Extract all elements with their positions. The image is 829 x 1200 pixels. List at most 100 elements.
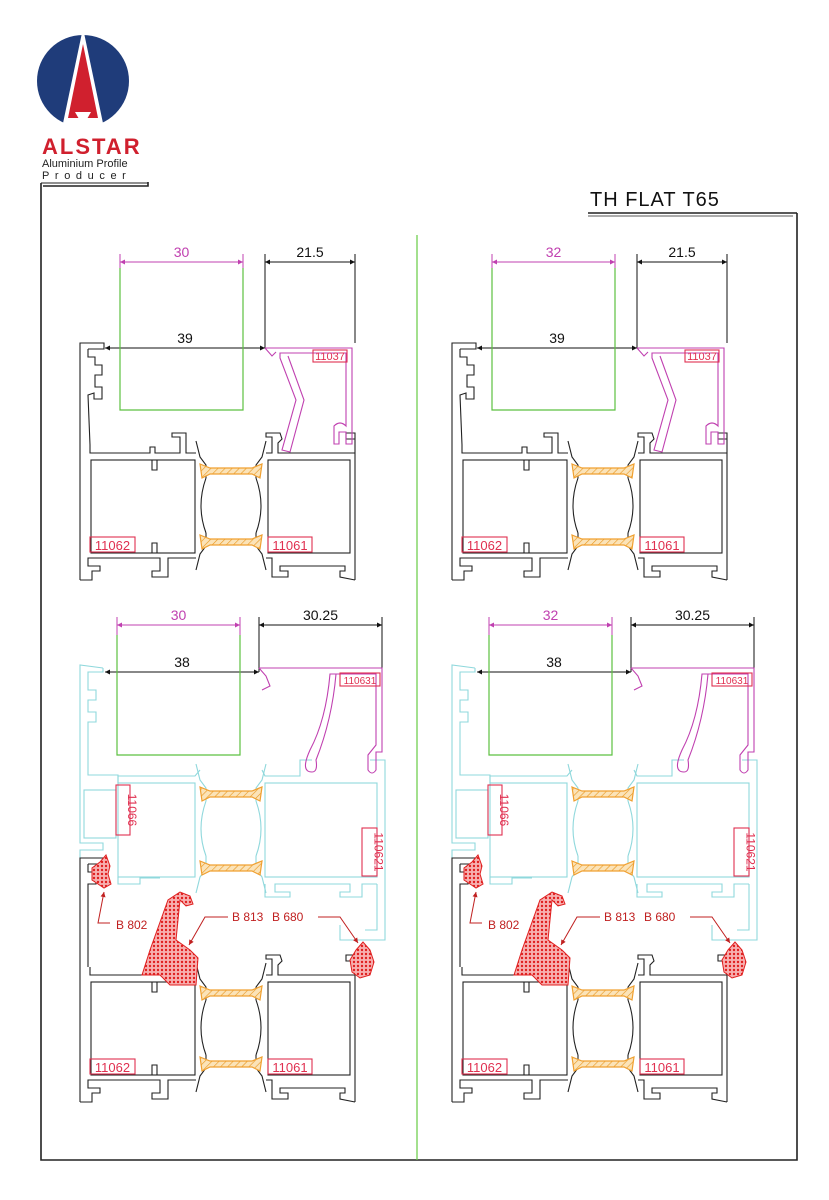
frame-profile (79, 342, 356, 581)
gasket-b680 (721, 941, 747, 979)
thermal-break-strip (571, 1056, 635, 1072)
sash-profile (451, 664, 758, 941)
sash-left-wall (451, 664, 476, 858)
frame-ledge-right (637, 432, 728, 580)
sash-left-code-label-text: 11066 (497, 794, 511, 827)
frame-left-code-label: 11062 (89, 1058, 136, 1075)
sash-chamber-right (636, 782, 750, 878)
frame-chamber-right (639, 459, 723, 554)
gasket-label-b802: B 802 (116, 918, 148, 932)
sash-right-code-label: 110621 (733, 827, 758, 877)
thermal-break-strip (199, 985, 263, 1001)
sash-chamber-right (264, 782, 378, 878)
gasket-b802 (91, 854, 112, 889)
logo-tagline-1: Aluminium Profile (42, 158, 128, 170)
sash-bottom (489, 877, 532, 885)
drawing-title: TH FLAT T65 (590, 189, 720, 211)
label-box (267, 1058, 313, 1075)
frame-left-code-label-text: 11062 (95, 1060, 130, 1075)
label-box (733, 827, 750, 877)
rebate-dimension-value: 39 (177, 330, 193, 346)
glass-thickness-dimension: 32 (488, 607, 613, 635)
frame-chamber-left (462, 981, 568, 1076)
bead-lip (264, 347, 277, 357)
frame-chamber-left (462, 459, 568, 554)
chamber-rib (523, 982, 530, 993)
glazing-bead (259, 667, 383, 774)
sash-right-wall (711, 759, 758, 941)
sash-right-code-label: 110621 (361, 827, 386, 877)
label-box (711, 672, 753, 687)
sash-right-wall (339, 759, 386, 941)
frame-ledge-right (637, 954, 728, 1102)
sash-right-code-label-text: 110621 (372, 832, 386, 871)
leader-b680 (318, 916, 359, 944)
sash-chamber-left (489, 782, 568, 878)
thermal-core-arc (627, 477, 634, 534)
frame-left-code-label: 11062 (461, 536, 508, 553)
frame-ledge-left (461, 432, 568, 454)
bead-code-label: 110631 (339, 672, 381, 687)
leader-b802 (97, 891, 110, 924)
bead-width-dimension-value: 21.5 (668, 244, 695, 260)
alstar-logo (37, 28, 129, 128)
glass-pane (488, 635, 613, 756)
logo-text: ALSTAR Aluminium Profile Producer (42, 136, 152, 183)
label-box (684, 349, 720, 363)
thermal-break-strip (199, 860, 263, 876)
gasket-label-b680: B 680 (644, 910, 676, 924)
label-box (639, 536, 685, 553)
frame-right-code-label: 11061 (267, 536, 313, 553)
frame-left-code-label-text: 11062 (467, 1060, 502, 1075)
sash-profile (79, 664, 386, 941)
frame-chamber-left (90, 981, 196, 1076)
bead-code-label: 110631 (711, 672, 753, 687)
gasket-b813 (513, 891, 571, 986)
bead-width-dimension-value: 30.25 (303, 607, 338, 623)
chamber-rib (151, 542, 158, 553)
chamber-rib (151, 982, 158, 993)
frame-feet-right (638, 557, 728, 581)
frame-left-code-label-text: 11062 (95, 538, 130, 553)
frame-feet-right (638, 1079, 728, 1103)
gasket-b813 (141, 891, 199, 986)
rebate-dimension-value: 38 (546, 654, 562, 670)
gasket-b802 (463, 854, 484, 889)
glazing-bead (637, 347, 725, 453)
bead-code-label-text: 11037 (687, 351, 717, 363)
bead-width-dimension: 21.5 (636, 244, 728, 348)
thermal-core-arc (200, 999, 207, 1056)
gasket-label-b813: B 813 (604, 910, 636, 924)
frame-feet-left (80, 557, 196, 581)
frame-left-code-label: 11062 (461, 1058, 508, 1075)
thermal-core-arc (200, 800, 207, 857)
sash-ledge (117, 769, 201, 783)
sash-glazing-hook (87, 668, 119, 783)
bead-code-label-text: 110631 (716, 676, 749, 687)
bead-width-dimension: 30.25 (630, 607, 755, 672)
frame-chamber-right (267, 459, 351, 554)
glass-thickness-dimension: 30 (119, 244, 244, 268)
sash-leg-right (365, 884, 378, 931)
rebate-dimension-value: 38 (174, 654, 190, 670)
bead-width-dimension: 21.5 (264, 244, 356, 348)
chamber-rib (523, 1064, 530, 1075)
sash-glazing-hook (459, 668, 491, 783)
frame-right-code-label-text: 11061 (644, 538, 679, 553)
frame-right-code-label-text: 11061 (272, 538, 307, 553)
frame-feet-right (266, 557, 356, 581)
rebate-dimension: 38 (105, 654, 259, 675)
thermal-break-strip (199, 463, 263, 479)
thermal-core-arc (255, 800, 262, 857)
label-box (361, 827, 378, 877)
sash-ledge (489, 769, 573, 783)
bead-lip (636, 347, 649, 357)
leader-b680 (690, 916, 731, 944)
thermal-break-strip (199, 786, 263, 802)
sheet-border (40, 182, 798, 1161)
